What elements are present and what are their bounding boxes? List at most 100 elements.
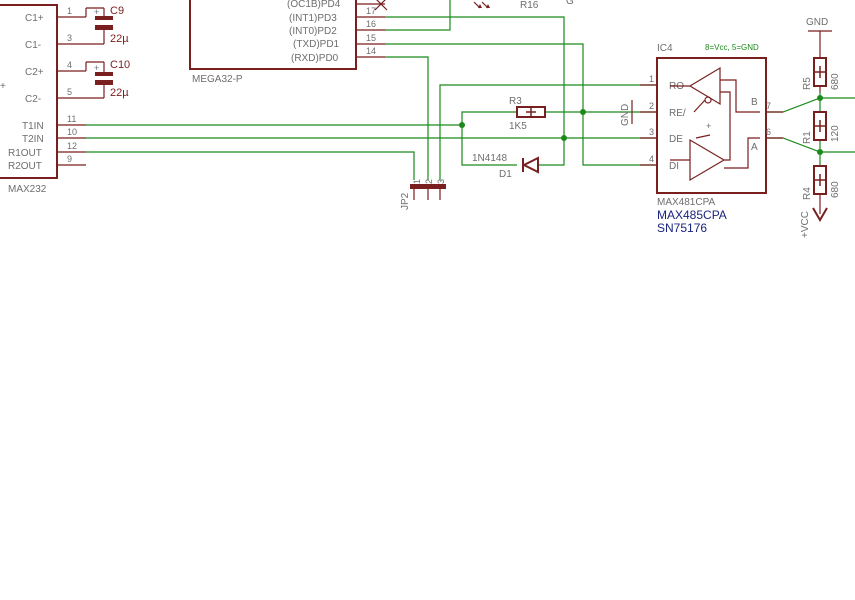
max232-pin-c2p-label: C2+ bbox=[25, 67, 44, 78]
max232-pin-t2in-label: T2IN bbox=[22, 134, 44, 145]
net-r1out bbox=[86, 151, 415, 180]
net-d1-left bbox=[461, 125, 517, 166]
net-b-out bbox=[766, 97, 855, 113]
net-ro bbox=[439, 84, 657, 180]
mega32-pin-pd4-label: (OC1B)PD4 bbox=[287, 0, 341, 10]
max232-ic: MAX232 + C1+ C1- C2+ C2- T1IN T2IN R1OUT… bbox=[0, 4, 86, 195]
termination-network: GND R5 680 R1 120 R4 680 +VCC bbox=[800, 17, 841, 238]
capacitor-c9: + C9 22µ bbox=[85, 5, 129, 45]
ic4-pin-di-label: DI bbox=[669, 161, 679, 172]
jp2-pin1-num: 1 bbox=[412, 179, 422, 184]
ic4-pin1-num: 1 bbox=[649, 74, 654, 84]
max232-name: MAX232 bbox=[8, 184, 47, 195]
ic4-alt2: SN75176 bbox=[657, 221, 707, 235]
jp2-pin2-num: 2 bbox=[424, 179, 434, 184]
ic4-pin-re-label: RE/ bbox=[669, 108, 686, 119]
d1-value: 1N4148 bbox=[472, 153, 507, 164]
c10-plate-bottom bbox=[95, 80, 113, 85]
jumper-jp2: 1 2 3 JP2 bbox=[400, 179, 446, 210]
r4-name: R4 bbox=[802, 187, 813, 200]
mega32-pin17-num: 17 bbox=[366, 6, 376, 16]
mega32-pin-pd3-label: (INT1)PD3 bbox=[289, 13, 337, 24]
c9-polarity-mark: + bbox=[94, 7, 99, 17]
c10-polarity-mark: + bbox=[94, 63, 99, 73]
max232-pin-c1m-label: C1- bbox=[25, 40, 41, 51]
ic4-pin-a-label: A bbox=[751, 142, 758, 153]
jp2-bar bbox=[410, 184, 446, 189]
mega32-pin-pd0-label: (RXD)PD0 bbox=[291, 53, 339, 64]
jp2-pin3-num: 3 bbox=[436, 179, 446, 184]
gnd-label: GND bbox=[620, 104, 631, 126]
ic4-center-mark: + bbox=[706, 121, 711, 131]
c9-value: 22µ bbox=[110, 33, 129, 45]
ic4-alt1: MAX485CPA bbox=[657, 208, 727, 222]
ic4-a-internal bbox=[724, 137, 760, 169]
junction-dot bbox=[459, 122, 465, 128]
net-pd1 bbox=[385, 43, 657, 166]
jp2-name: JP2 bbox=[400, 192, 411, 210]
junction-dot bbox=[817, 149, 823, 155]
max232-pin9-num: 9 bbox=[67, 154, 72, 164]
ic4-power-note: 8=Vcc, 5=GND bbox=[705, 43, 759, 52]
d1-name: D1 bbox=[499, 169, 512, 180]
r4-value: 680 bbox=[830, 181, 841, 198]
c10-name: C10 bbox=[110, 59, 130, 71]
capacitor-c10: + C10 22µ bbox=[85, 59, 130, 99]
ic4-transceiver: IC4 8=Vcc, 5=GND 1 2 3 4 RO RE/ DE DI 7 … bbox=[640, 43, 783, 235]
vcc-arrow bbox=[812, 207, 828, 222]
led-arrowhead-b bbox=[486, 4, 490, 8]
led-arrowhead-a bbox=[478, 4, 482, 8]
led-fragment: R16 G bbox=[473, 0, 574, 11]
mega32-body bbox=[189, 0, 357, 70]
max232-pin-c2m-label: C2- bbox=[25, 94, 41, 105]
r3-value: 1K5 bbox=[509, 121, 527, 132]
gnd-symbol-re: GND bbox=[620, 100, 633, 126]
net-pd3 bbox=[385, 16, 565, 138]
mega32-ic: MEGA32-P (OC1B)PD4 (INT1)PD3 (INT0)PD2 (… bbox=[189, 0, 388, 85]
c10-value: 22µ bbox=[110, 87, 129, 99]
junction-dot bbox=[561, 135, 567, 141]
ic4-b-internal-b bbox=[720, 91, 731, 161]
max232-pin3-num: 3 bbox=[67, 33, 72, 43]
ic4-name: IC4 bbox=[657, 43, 673, 54]
c9-name: C9 bbox=[110, 5, 124, 17]
max232-pin1-num: 1 bbox=[67, 6, 72, 16]
nets bbox=[86, 0, 855, 180]
d1-triangle bbox=[521, 156, 539, 174]
r5-name: R5 bbox=[802, 77, 813, 90]
max232-pin11-num: 11 bbox=[67, 114, 76, 124]
net-pd2 bbox=[385, 0, 451, 31]
mega32-pin15-num: 15 bbox=[366, 33, 376, 43]
ic4-part: MAX481CPA bbox=[657, 197, 716, 208]
ic4-re-internal bbox=[693, 99, 706, 113]
r16-edge-glyph: G bbox=[566, 0, 574, 7]
ic4-body bbox=[656, 57, 767, 194]
resistor-r3: R3 1K5 bbox=[509, 96, 546, 132]
ic4-pin4-num: 4 bbox=[649, 154, 654, 164]
diode-d1: 1N4148 D1 bbox=[472, 153, 539, 180]
ic4-de-internal bbox=[695, 134, 711, 139]
r5-value: 680 bbox=[830, 73, 841, 90]
max232-pin5-num: 5 bbox=[67, 87, 72, 97]
gnd-top-label: GND bbox=[806, 17, 828, 28]
max232-body bbox=[0, 4, 58, 179]
ic4-pin7-num: 7 bbox=[766, 101, 771, 111]
max232-pin-c1p-label: C1+ bbox=[25, 13, 44, 24]
mega32-pin16-num: 16 bbox=[366, 19, 376, 29]
ic4-pin2-num: 2 bbox=[649, 101, 654, 111]
ic4-re-bubble bbox=[704, 96, 712, 104]
r3-name: R3 bbox=[509, 96, 522, 107]
r16-name: R16 bbox=[520, 0, 539, 11]
junction-dot bbox=[580, 109, 586, 115]
mega32-pd4-noconnect-b bbox=[374, 0, 386, 11]
ic4-pin-b-label: B bbox=[751, 97, 758, 108]
c9-plate-bottom bbox=[95, 25, 113, 30]
mega32-pin14-num: 14 bbox=[366, 46, 376, 56]
net-d1-right bbox=[538, 138, 565, 166]
ic4-b-internal-a bbox=[720, 79, 760, 113]
ic4-pin3-num: 3 bbox=[649, 127, 654, 137]
mega32-pin-pd2-label: (INT0)PD2 bbox=[289, 26, 337, 37]
junctions bbox=[459, 95, 823, 155]
mega32-pin-pd1-label: (TXD)PD1 bbox=[293, 39, 340, 50]
max232-pin-t1in-label: T1IN bbox=[22, 121, 44, 132]
